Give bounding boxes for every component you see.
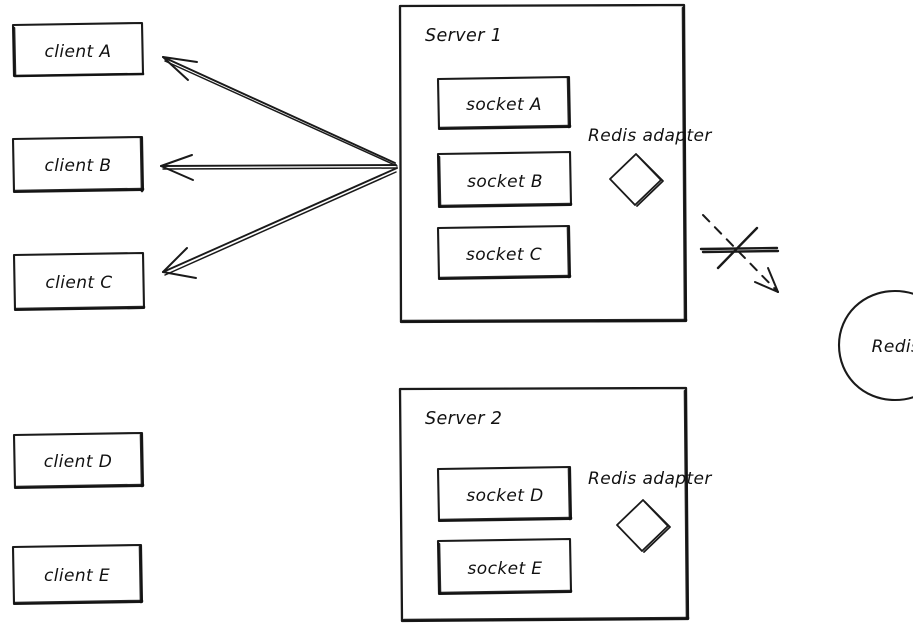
client-box-d[interactable]: client D	[12, 431, 145, 490]
server-title: Server 2	[425, 409, 502, 429]
broadcast-arrow-to-client-c	[162, 167, 398, 279]
client-box-e[interactable]: client E	[11, 543, 144, 606]
socket-label: socket E	[468, 559, 543, 579]
server-title: Server 1	[425, 26, 502, 46]
socket-label: socket C	[466, 245, 542, 265]
redis-adapter-diamond-icon	[616, 499, 671, 553]
server-box-1[interactable]: Server 1 socket A socket B socket C	[398, 3, 712, 324]
client-label: client D	[44, 452, 112, 472]
cross-out-x-icon	[699, 226, 780, 270]
redis-adapter-label: Redis adapter	[588, 126, 712, 146]
broadcast-arrow-to-client-a	[162, 56, 398, 167]
socket-box-d[interactable]: socket D	[436, 465, 573, 523]
client-label: client C	[45, 273, 112, 293]
redis-adapter-diamond-icon	[609, 153, 664, 207]
socket-label: socket D	[466, 486, 543, 506]
redis-adapter-label: Redis adapter	[588, 469, 712, 489]
server-box-2[interactable]: Server 2 socket D socket E Redis adapter	[398, 386, 712, 623]
socket-label: socket B	[467, 172, 543, 192]
socket-box-b[interactable]: socket B	[436, 150, 573, 209]
socket-label: socket A	[466, 95, 542, 115]
client-box-a[interactable]: client A	[11, 21, 145, 78]
blocked-redis-link	[702, 214, 779, 293]
socket-box-c[interactable]: socket C	[436, 224, 572, 281]
socket-box-e[interactable]: socket E	[436, 537, 573, 596]
redis-label: Redis	[872, 337, 913, 357]
broadcast-arrow-to-client-b	[160, 154, 397, 181]
client-label: client A	[45, 42, 112, 62]
client-label: client E	[44, 566, 110, 586]
socket-box-a[interactable]: socket A	[436, 75, 572, 131]
redis-datastore[interactable]: Redis	[837, 289, 913, 402]
client-label: client B	[45, 156, 112, 176]
client-box-c[interactable]: client C	[12, 251, 146, 312]
client-box-b[interactable]: client B	[11, 135, 145, 194]
